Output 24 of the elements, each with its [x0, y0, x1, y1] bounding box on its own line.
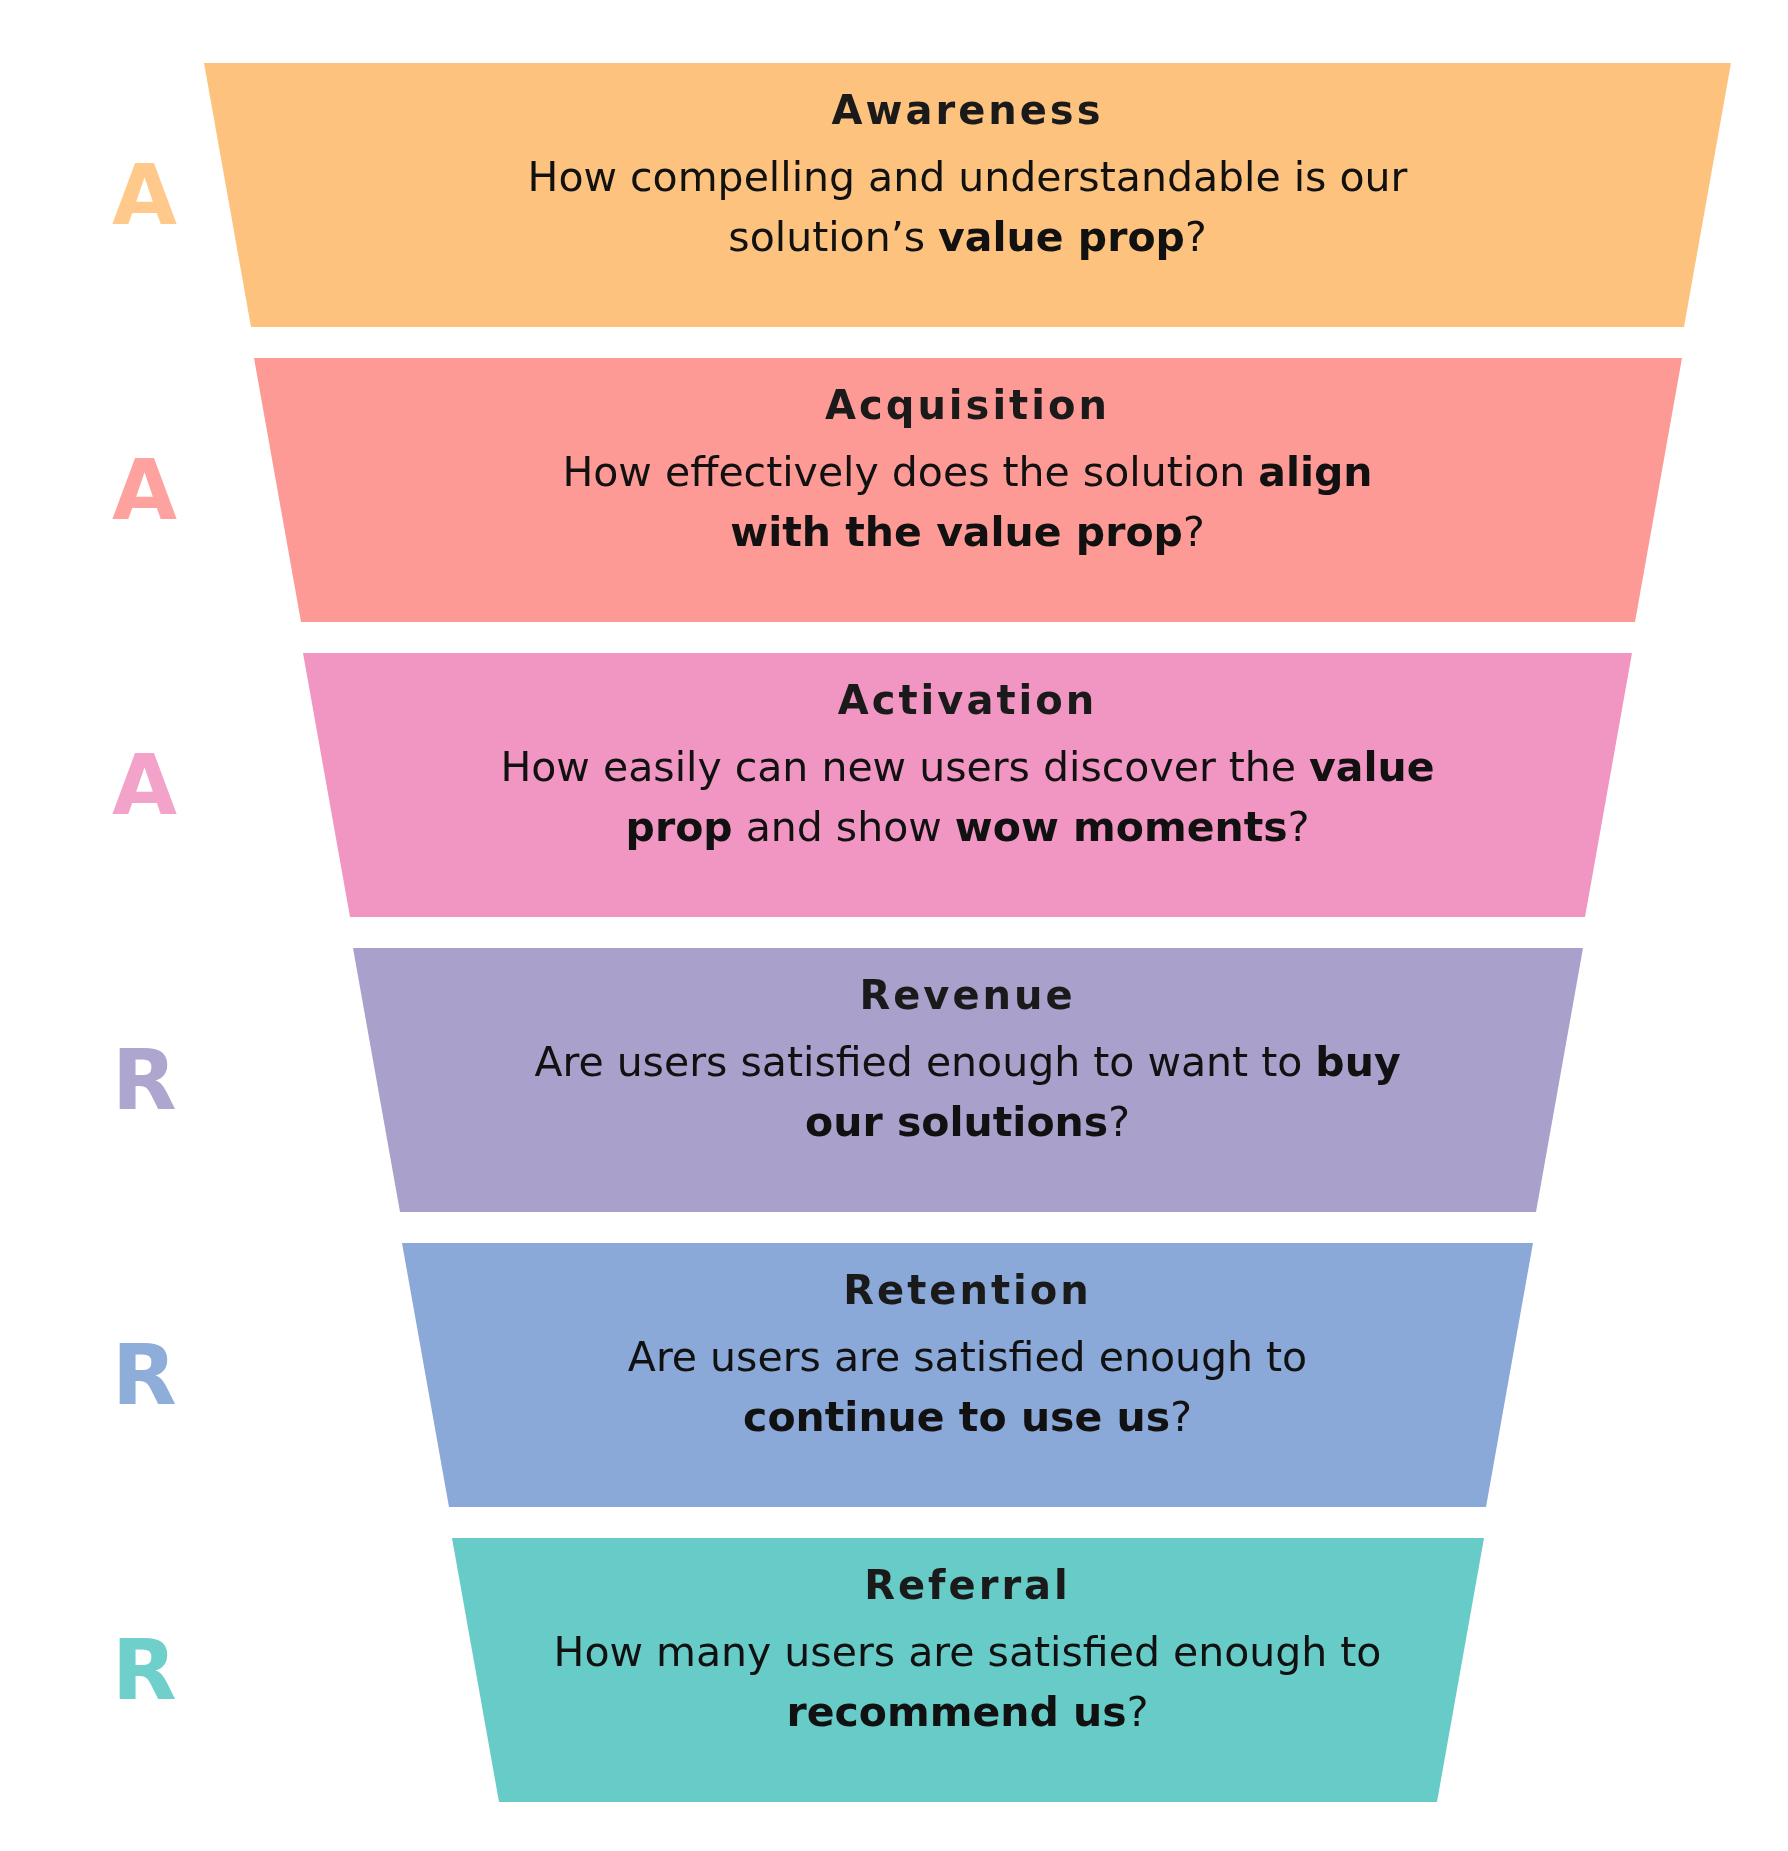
stage-question: Are users are satisfied enough to continue to use us? — [626, 1332, 1309, 1443]
funnel-stage — [352, 948, 1583, 1212]
funnel-stage — [303, 653, 1632, 917]
stage-letter: R — [112, 1038, 177, 1122]
stage-letter: A — [112, 153, 177, 237]
stage-title: Acquisition — [825, 382, 1110, 428]
stage-letter: A — [112, 743, 177, 827]
stage-question: How many users are satisfied enough to recommend us? — [552, 1627, 1383, 1738]
stage-question: Are users satisfied enough to want to buy our solutions? — [533, 1037, 1402, 1148]
funnel-stage — [253, 358, 1682, 622]
stage-title: Referral — [864, 1562, 1071, 1608]
stage-title: Retention — [843, 1267, 1092, 1313]
stage-title: Awareness — [831, 87, 1104, 133]
funnel-stage — [451, 1538, 1484, 1802]
stage-title: Activation — [837, 677, 1098, 723]
stage-question: How easily can new users discover the value prop and show wow moments? — [499, 742, 1436, 853]
stage-title: Revenue — [859, 972, 1076, 1018]
funnel-stage — [402, 1243, 1533, 1507]
funnel-stage — [204, 63, 1731, 327]
stage-question: How compelling and understandable is our solution’s value prop? — [526, 152, 1409, 263]
stage-letter: A — [112, 448, 177, 532]
stage-letter: R — [112, 1628, 177, 1712]
stage-question: How effectively does the solution align with the value prop? — [561, 447, 1374, 558]
stage-letter: R — [112, 1333, 177, 1417]
